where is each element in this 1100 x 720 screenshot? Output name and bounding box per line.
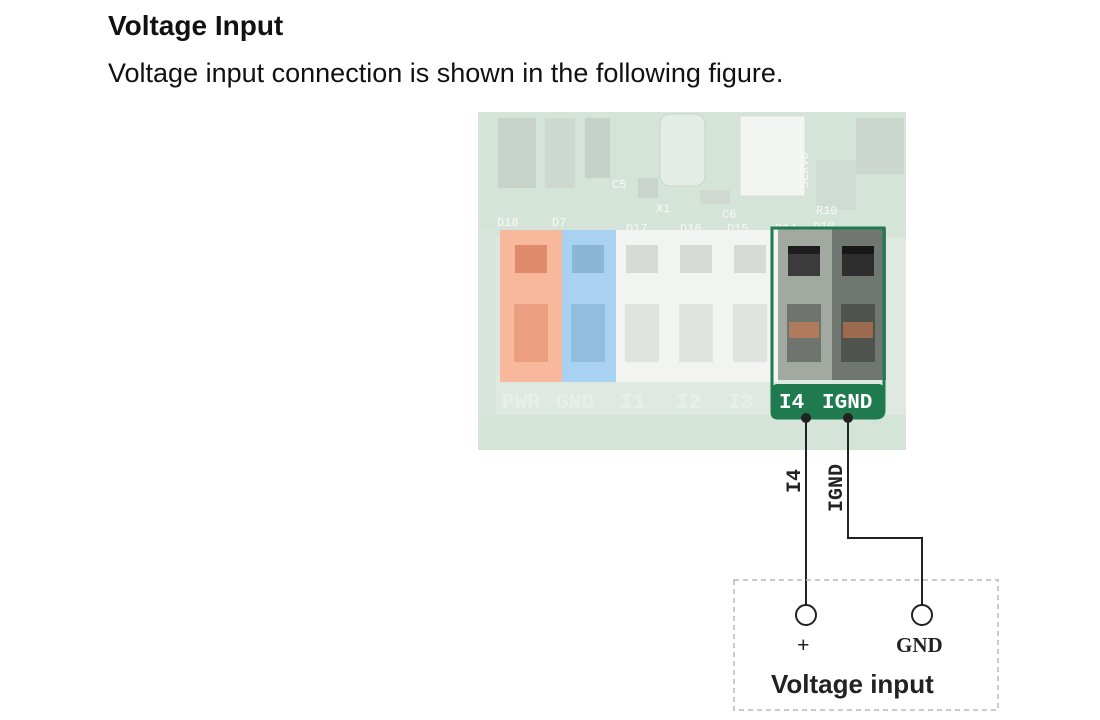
silkscreen-r10: R10 <box>816 204 838 218</box>
gnd-terminal <box>911 604 933 626</box>
section-heading: Voltage Input <box>108 10 284 41</box>
section-description: Voltage input connection is shown in the… <box>108 58 784 88</box>
silkscreen-d18: D18 <box>497 216 519 230</box>
gnd-label: GND <box>896 633 943 657</box>
plus-label: + <box>797 632 810 657</box>
silkscreen-x1: X1 <box>656 202 670 216</box>
voltage-source-box <box>733 579 999 711</box>
silkscreen-servo: SERVO <box>798 152 812 188</box>
pin-label-i1: I1 <box>620 392 645 415</box>
wire-label-ignd: IGND <box>826 464 849 512</box>
terminal-i4 <box>778 228 832 380</box>
silkscreen-c6: C6 <box>722 208 736 222</box>
pin-label-ignd: IGND <box>822 392 872 415</box>
plus-terminal <box>795 604 817 626</box>
voltage-source-title: Voltage input <box>771 669 934 699</box>
terminal-blocks <box>500 228 886 382</box>
pin-label-pwr: PWR <box>502 392 540 415</box>
pin-label-i4: I4 <box>779 392 804 415</box>
terminal-pwr <box>500 230 562 382</box>
terminal-gnd <box>562 230 616 382</box>
silkscreen-c5: C5 <box>612 178 626 192</box>
wiring <box>801 413 923 605</box>
terminal-ignd <box>832 228 886 380</box>
terminal-i2 <box>670 230 724 382</box>
wire-ignd <box>847 418 923 605</box>
pin-label-i3: I3 <box>728 392 753 415</box>
terminal-i3 <box>724 230 778 382</box>
silkscreen-d7: D7 <box>552 216 566 230</box>
wire-label-i4: I4 <box>784 469 807 493</box>
pin-label-gnd: GND <box>556 392 594 415</box>
terminal-i1 <box>616 230 670 382</box>
pin-label-strip <box>772 384 884 418</box>
pin-label-i2: I2 <box>676 392 701 415</box>
